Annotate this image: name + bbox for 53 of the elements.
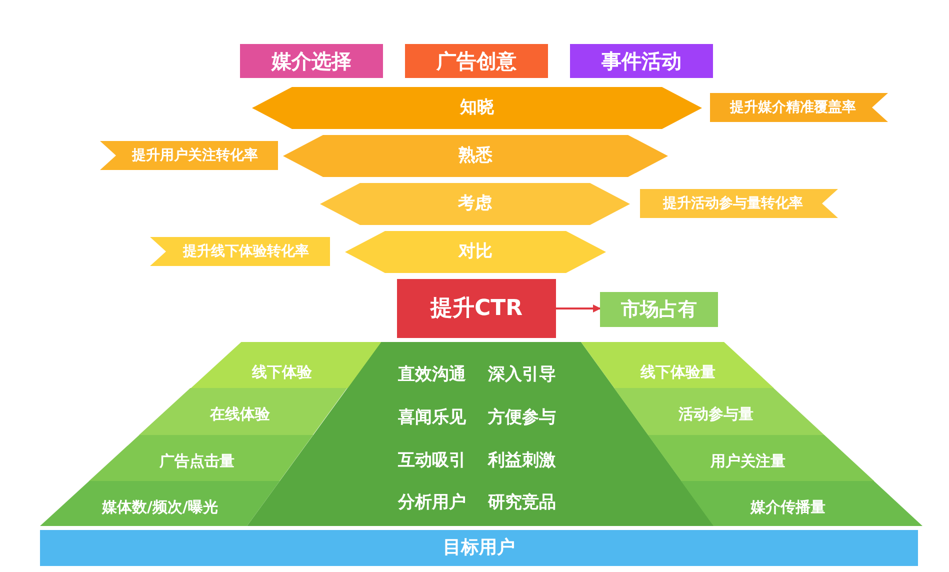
ribbon-tag <box>640 189 838 218</box>
label-text: 线下体验量 <box>640 364 716 380</box>
label-text: 提升CTR <box>430 296 523 321</box>
funnel-band <box>283 135 668 177</box>
label-text: 深入引导 <box>488 366 556 384</box>
pyramid-band <box>139 388 348 435</box>
funnel-band <box>252 87 702 129</box>
label-text: 熟悉 <box>458 146 492 166</box>
label-text: 广告点击量 <box>159 452 234 470</box>
label-text: 研究竞品 <box>488 494 556 512</box>
label-text: 广告创意 <box>436 50 516 72</box>
funnel-band <box>345 231 606 273</box>
label-box <box>405 44 548 78</box>
pyramid-band <box>89 435 314 481</box>
label-text: 利益刺激 <box>488 452 556 470</box>
label-text: 提升活动参与量转化率 <box>663 196 803 212</box>
highlight-box <box>397 279 556 338</box>
pyramid-band <box>190 342 381 388</box>
label-text: 方便参与 <box>488 408 556 428</box>
label-text: 考虑 <box>458 194 492 214</box>
ribbon-tag <box>100 141 278 170</box>
funnel-band <box>320 183 630 225</box>
label-text: 媒介传播量 <box>750 498 826 516</box>
label-text: 喜闻乐见 <box>398 408 466 428</box>
label-text: 知晓 <box>460 98 494 118</box>
label-text: 提升线下体验转化率 <box>183 244 309 260</box>
ribbon-tag <box>150 237 330 266</box>
pyramid-band <box>614 388 825 435</box>
pyramid-band <box>681 481 923 526</box>
label-text: 事件活动 <box>602 50 682 72</box>
label-text: 活动参与量 <box>678 406 754 422</box>
arrow <box>556 304 601 312</box>
ribbon-tag <box>710 93 888 122</box>
label-text: 对比 <box>458 242 492 262</box>
label-box <box>570 44 713 78</box>
label-box <box>240 44 383 78</box>
label-text: 媒介选择 <box>272 50 352 72</box>
label-text: 提升用户关注转化率 <box>132 148 258 164</box>
label-text: 线下体验 <box>252 364 312 380</box>
label-text: 互动吸引 <box>398 452 466 470</box>
pyramid-band <box>40 481 280 526</box>
result-box <box>600 292 718 327</box>
label-text: 市场占有 <box>621 299 697 320</box>
label-text: 分析用户 <box>398 494 466 512</box>
label-text: 用户关注量 <box>710 452 786 470</box>
pyramid-band <box>648 435 874 481</box>
label-text: 媒体数/频次/曝光 <box>102 498 218 516</box>
label-text: 在线体验 <box>210 406 270 422</box>
label-text: 直效沟通 <box>398 366 466 384</box>
base-bar <box>40 530 918 566</box>
pyramid-band <box>581 342 774 388</box>
label-text: 提升媒介精准覆盖率 <box>730 100 856 116</box>
label-text: 目标用户 <box>443 538 515 558</box>
